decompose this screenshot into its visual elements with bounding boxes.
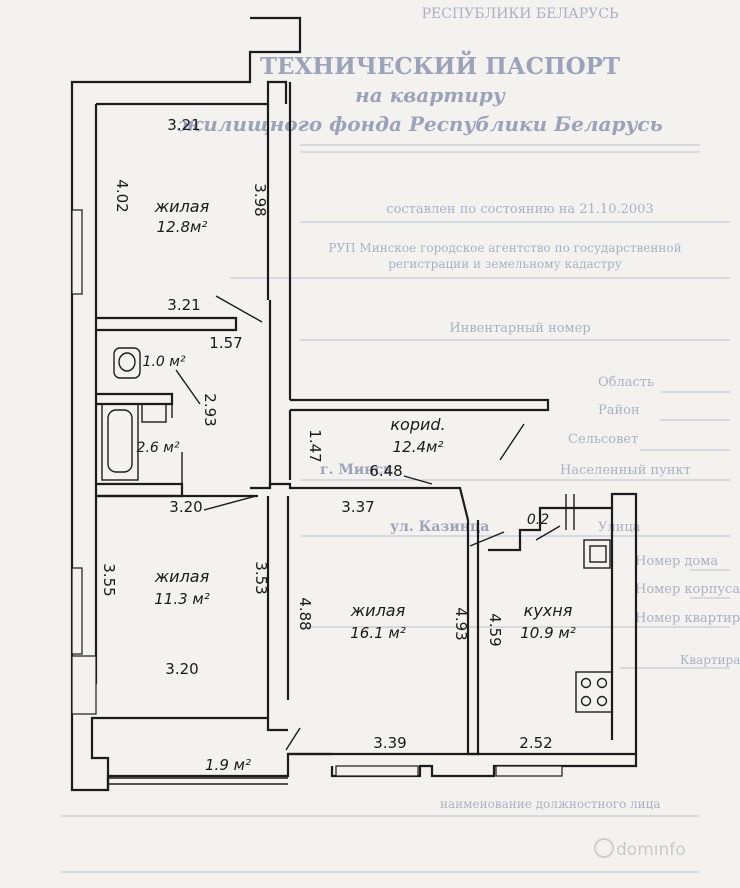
bg-f5v: ул. Казинца — [390, 519, 489, 535]
room-area-bath: 2.6 м² — [137, 440, 180, 456]
watermark-logo-icon — [594, 838, 614, 858]
room-labels: жилая 12.8м² 1.0 м² 2.6 м² кориd. 12.4м²… — [137, 197, 576, 774]
watermark: domınfo — [594, 838, 686, 860]
room-area-kitchen: 10.9 м² — [520, 624, 576, 642]
window-bedroom2 — [71, 567, 83, 655]
bg-f4: Населенный пункт — [560, 463, 691, 478]
walls — [70, 16, 638, 792]
bg-f8: Номер квартиры — [635, 611, 740, 626]
window-bedroom3 — [335, 765, 419, 777]
dim-label: 3.21 — [167, 116, 200, 134]
bg-f6: Номер дома — [635, 554, 718, 569]
room-name-bedroom1: жилая — [154, 197, 210, 216]
dim-label: 3.39 — [373, 734, 406, 752]
bg-f3: Сельсовет — [568, 432, 638, 447]
dim-label: 3.55 — [100, 563, 118, 596]
bg-org2: регистрации и земельному кадастру — [388, 257, 622, 271]
room-area-wc: 1.0 м² — [143, 354, 186, 370]
bg-f4v: г. Минск — [320, 462, 393, 478]
bg-header: РЕСПУБЛИКИ БЕЛАРУСЬ — [422, 6, 619, 22]
room-area-bedroom2: 11.3 м² — [154, 590, 210, 608]
bg-org1: РУП Минское городское агентство по госуд… — [328, 241, 681, 255]
room-name-corridor: кориd. — [390, 415, 445, 434]
room-area-loggia: 1.9 м² — [205, 756, 251, 774]
dim-label: 0.2 — [527, 512, 549, 528]
dim-label: 3.20 — [165, 660, 198, 678]
room-name-bedroom3: жилая — [350, 601, 406, 620]
bg-f2: Район — [598, 403, 640, 418]
bg-f1: Область — [598, 375, 654, 390]
sink-icon — [141, 403, 167, 423]
bathtub-icon — [101, 403, 139, 481]
room-name-kitchen: кухня — [524, 601, 573, 620]
dim-label: 4.93 — [452, 607, 470, 640]
room-area-bedroom1: 12.8м² — [157, 218, 208, 236]
dimension-labels: 3.21 4.02 3.98 3.21 1.57 2.93 1.47 6.48 … — [100, 116, 553, 752]
room-area-bedroom3: 16.1 м² — [350, 624, 406, 642]
dim-label: 3.53 — [252, 561, 270, 594]
door-swings — [175, 295, 575, 751]
dim-label: 4.59 — [486, 613, 504, 646]
watermark-text: domınfo — [616, 840, 686, 860]
room-name-bedroom2: жилая — [154, 567, 210, 586]
bg-f7: Номер корпуса — [635, 582, 740, 597]
bg-line2: на квартиру — [355, 83, 506, 107]
dim-label: 3.20 — [169, 498, 202, 516]
dim-label: 4.02 — [113, 179, 131, 212]
window-loggia-side — [71, 655, 97, 715]
bg-title: ТЕХНИЧЕСКИЙ ПАСПОРТ — [260, 51, 620, 80]
dim-label: 3.98 — [251, 183, 269, 216]
bg-f9: Квартира № — [680, 653, 740, 667]
dim-label: 1.47 — [306, 429, 324, 462]
stove-icon — [575, 671, 613, 713]
window-kitchen — [495, 765, 563, 777]
bg-line3: жилищного фонда Республики Беларусь — [177, 112, 663, 136]
bg-compiled: составлен по состоянию на 21.10.2003 — [386, 202, 653, 217]
dim-label: 6.48 — [369, 462, 402, 480]
bg-f5: Улица — [598, 520, 641, 535]
dim-label: 2.52 — [519, 734, 552, 752]
dim-label: 2.93 — [201, 393, 219, 426]
dim-label: 4.88 — [296, 597, 314, 630]
fixtures — [101, 347, 613, 713]
room-area-corridor: 12.4м² — [393, 438, 444, 456]
window-bedroom1 — [71, 209, 83, 295]
passport-background: РЕСПУБЛИКИ БЕЛАРУСЬ ТЕХНИЧЕСКИЙ ПАСПОРТ … — [60, 6, 740, 873]
dim-label: 3.37 — [341, 498, 374, 516]
bg-inv: Инвентарный номер — [449, 321, 590, 336]
windows — [71, 209, 563, 785]
dim-label: 3.21 — [167, 296, 200, 314]
toilet-icon — [113, 347, 141, 379]
kitchen-sink-icon — [583, 539, 611, 569]
dim-label: 1.57 — [209, 334, 242, 352]
bg-sign: наименование должностного лица — [440, 797, 661, 811]
